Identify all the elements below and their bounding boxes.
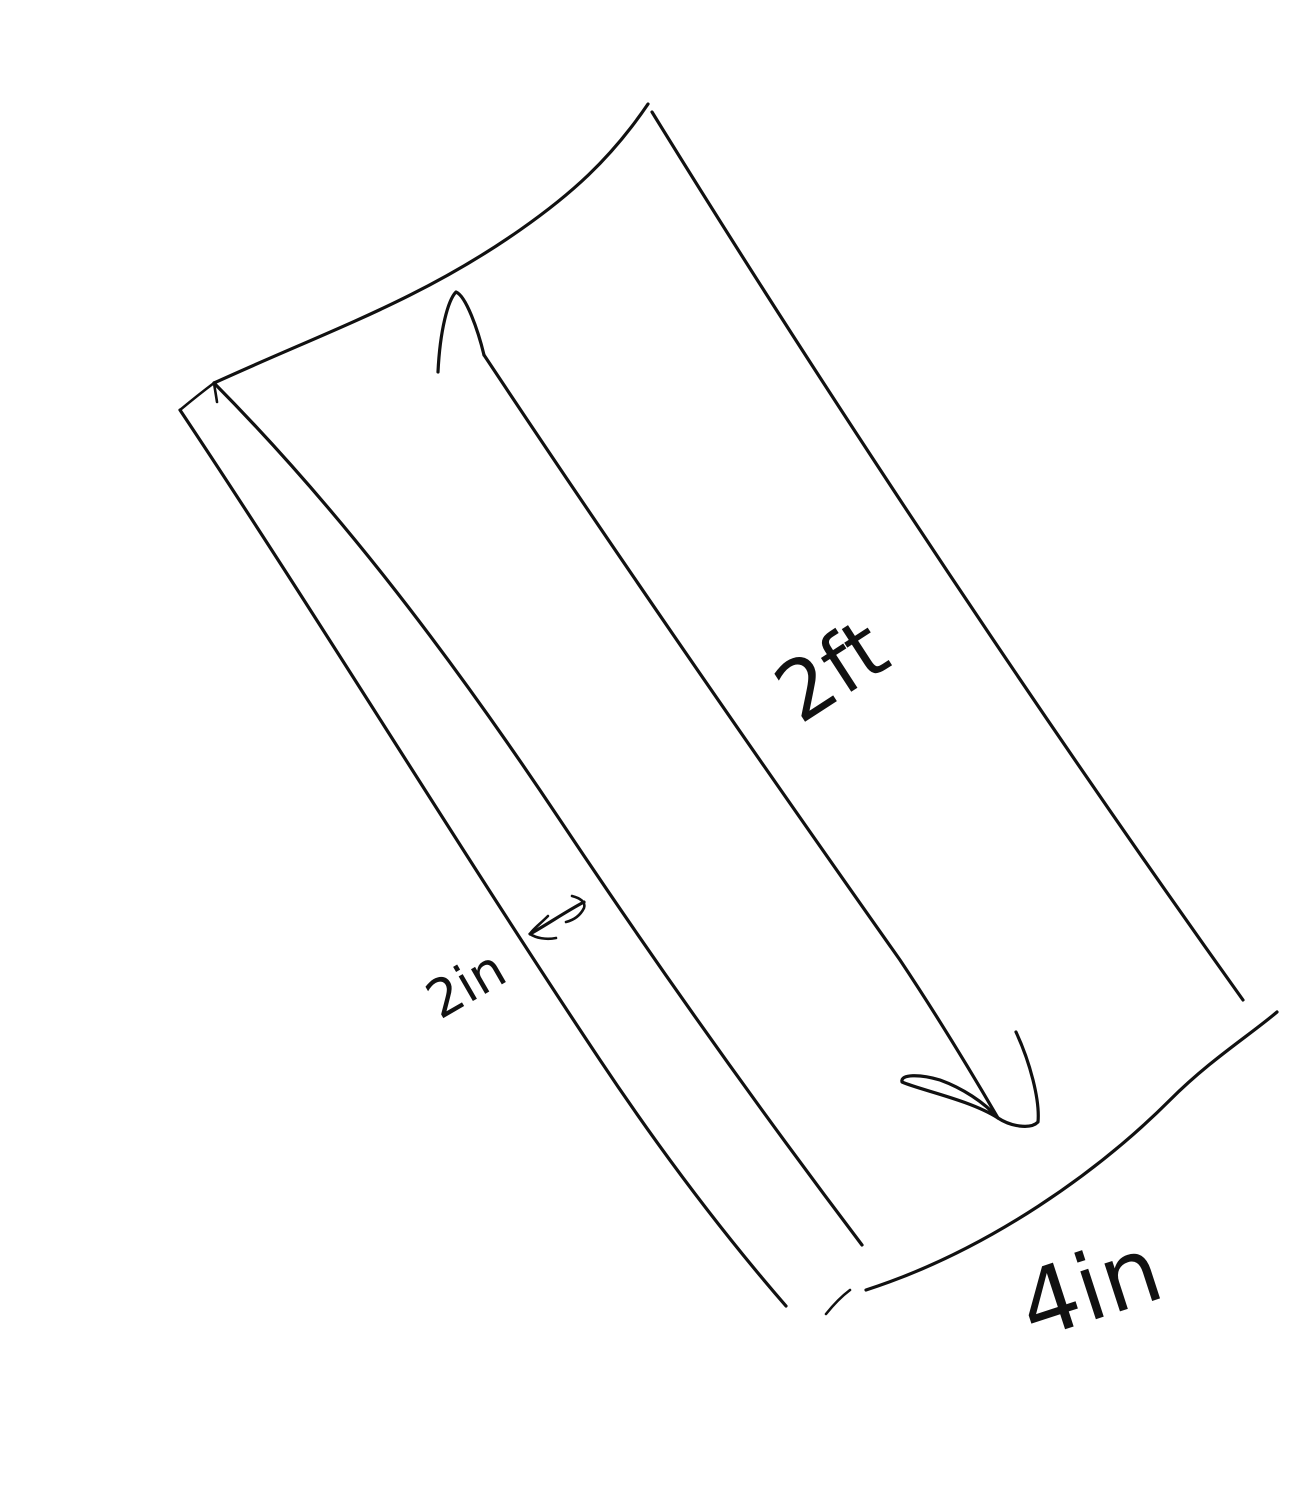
length-arrow (436, 290, 1040, 1128)
depth-arrow-line (528, 900, 586, 936)
length-arrow-bottom-head-left (900, 1074, 1000, 1120)
depth-label: 2in (417, 939, 517, 1031)
board-front-outer-edge (178, 408, 788, 1308)
depth-arrow-right-head (564, 894, 586, 924)
board-top-left-corner (178, 381, 216, 412)
board-front-inner-edge (212, 381, 864, 1247)
width-label: 4in (1006, 1215, 1175, 1361)
depth-arrow (528, 894, 586, 941)
board-bottom-left-corner (824, 1288, 852, 1316)
length-arrow-top-head (436, 290, 486, 374)
depth-arrow-left-head (528, 914, 558, 941)
board-right-edge (650, 110, 1245, 1002)
board-top-edge (212, 102, 650, 385)
length-arrow-bottom-head-right (996, 1030, 1040, 1128)
length-arrow-shaft (482, 353, 1000, 1120)
board-outline (178, 102, 1279, 1316)
board-bottom-edge (864, 1010, 1279, 1292)
length-label: 2ft (759, 601, 904, 742)
board-left-top-cap (212, 381, 219, 404)
